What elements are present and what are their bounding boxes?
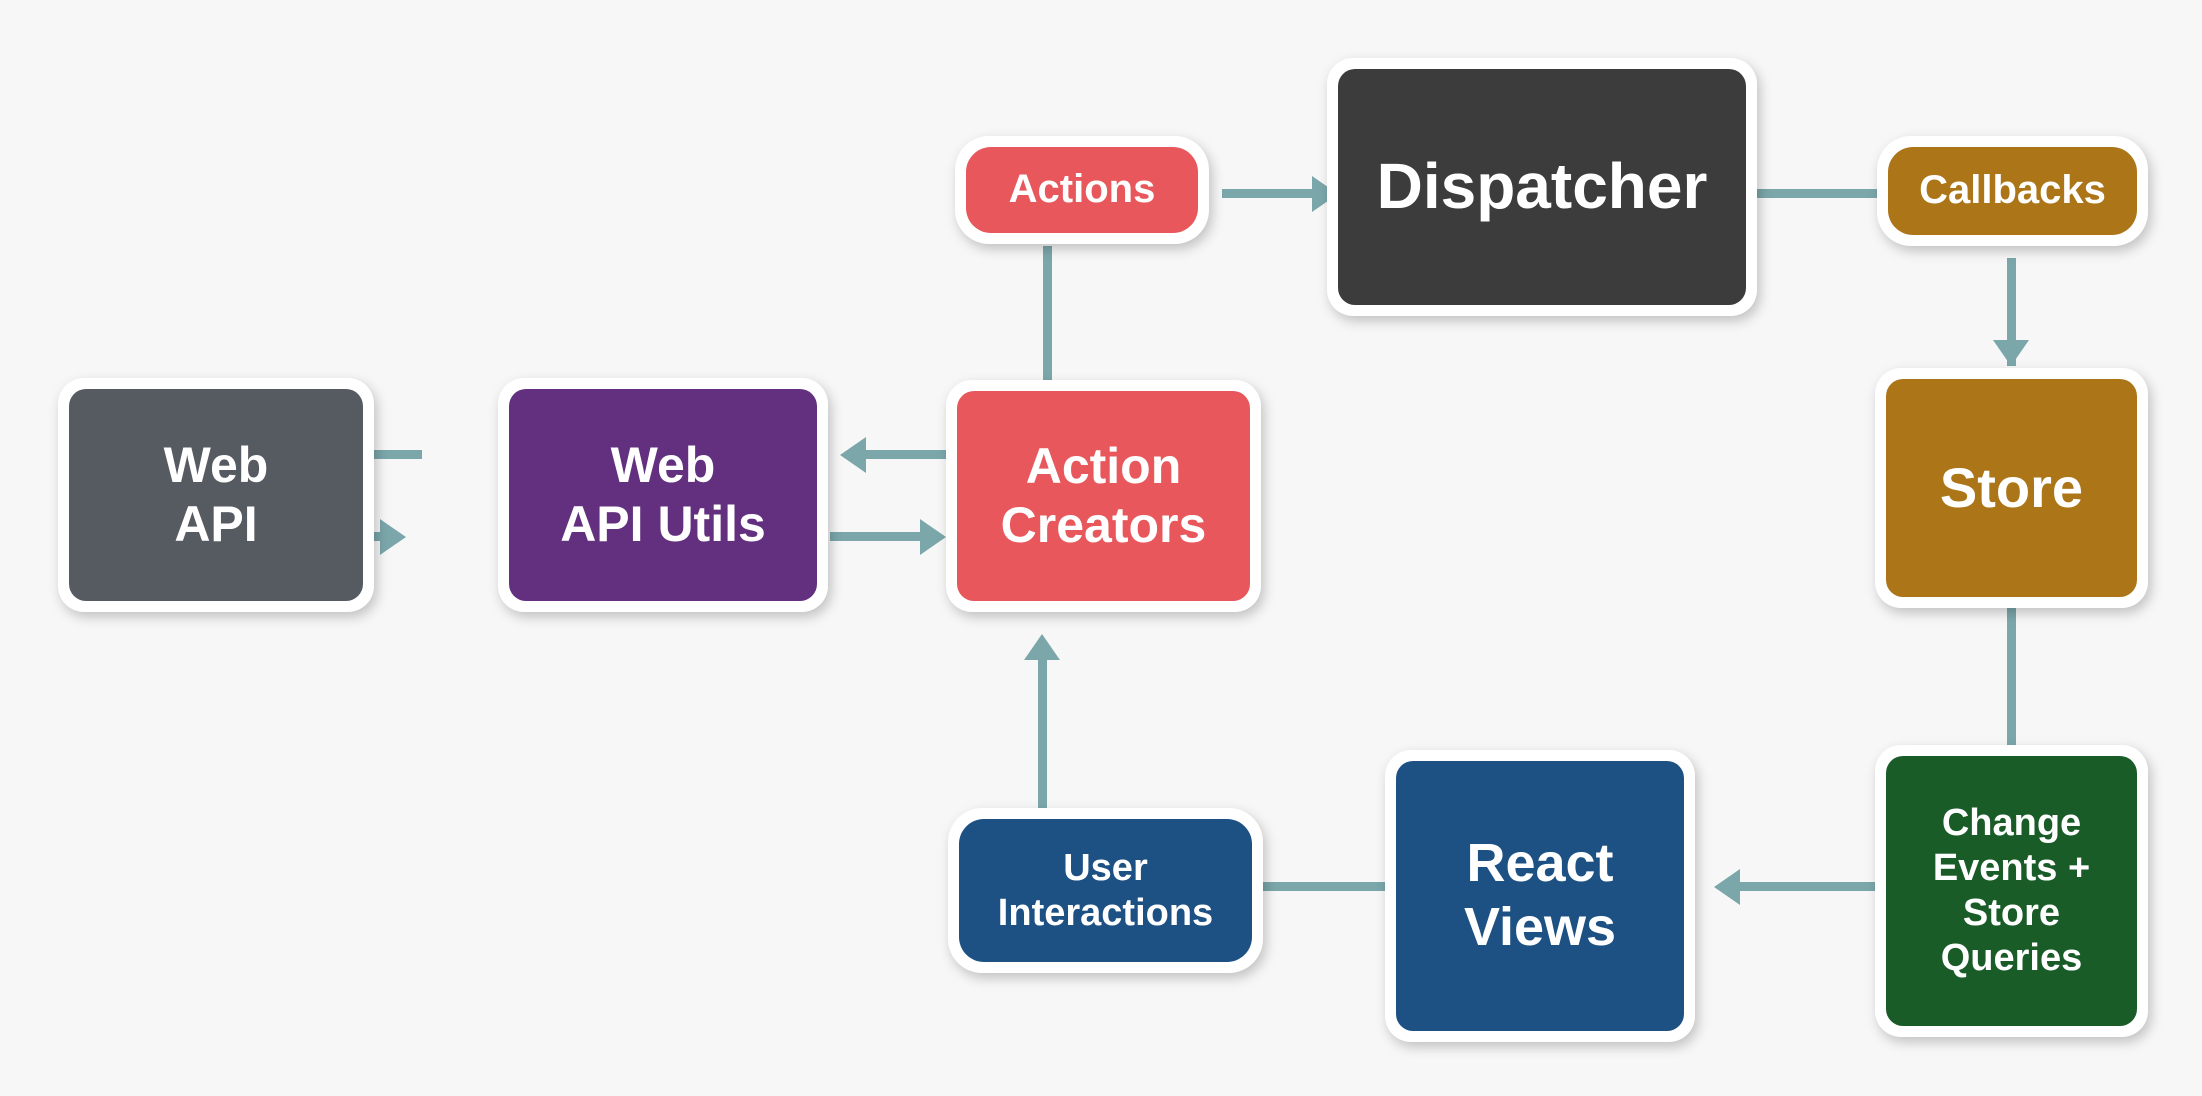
- node-dispatcher-fill: Dispatcher: [1338, 69, 1746, 305]
- node-dispatcher-label: Dispatcher: [1376, 150, 1708, 223]
- node-action-creators-label: Action Creators: [1000, 438, 1207, 553]
- node-store-label: Store: [1939, 455, 2084, 519]
- arrowhead-action-creators-to-web-api-utils: [840, 437, 866, 473]
- edge-user-interactions-to-action-creators: [1038, 660, 1047, 810]
- node-web-api-utils-fill: Web API Utils: [509, 389, 817, 601]
- arrowhead-user-interactions-to-action-creators: [1024, 634, 1060, 660]
- node-react-views[interactable]: React Views: [1385, 750, 1695, 1042]
- node-user-interactions-label: User Interactions: [997, 846, 1214, 934]
- edge-web-api-utils-to-web-api: [330, 450, 422, 459]
- edge-change-events-to-react-views: [1740, 882, 1880, 891]
- node-callbacks-fill: Callbacks: [1888, 147, 2137, 235]
- edge-action-creators-to-web-api-utils: [866, 450, 958, 459]
- node-change-events-label: Change Events + Store Queries: [1932, 802, 2091, 979]
- edge-dispatcher-to-callbacks: [1757, 189, 1877, 198]
- arrowhead-callbacks-to-store: [1993, 340, 2029, 366]
- node-change-events[interactable]: Change Events + Store Queries: [1875, 745, 2148, 1037]
- arrowhead-web-api-to-web-api-utils: [380, 519, 406, 555]
- node-store[interactable]: Store: [1875, 368, 2148, 608]
- arrowhead-web-api-utils-to-action-creators: [920, 519, 946, 555]
- arrowhead-change-events-to-react-views: [1714, 869, 1740, 905]
- node-web-api-utils[interactable]: Web API Utils: [498, 378, 828, 612]
- edge-callbacks-to-store: [2007, 258, 2016, 366]
- node-actions-fill: Actions: [966, 147, 1198, 233]
- node-store-fill: Store: [1886, 379, 2137, 597]
- edge-web-api-utils-to-action-creators: [830, 532, 922, 541]
- edge-react-views-to-user-interactions: [1263, 882, 1393, 891]
- edge-store-to-change-events: [2007, 607, 2016, 747]
- node-web-api-utils-label: Web API Utils: [560, 437, 766, 552]
- node-actions-label: Actions: [1008, 167, 1156, 212]
- node-callbacks[interactable]: Callbacks: [1877, 136, 2148, 246]
- node-user-interactions[interactable]: User Interactions: [948, 808, 1263, 973]
- node-actions[interactable]: Actions: [955, 136, 1209, 244]
- node-callbacks-label: Callbacks: [1919, 168, 2106, 213]
- node-change-events-fill: Change Events + Store Queries: [1886, 756, 2137, 1026]
- edge-actions-to-dispatcher: [1222, 189, 1322, 198]
- node-web-api-label: Web API: [163, 437, 269, 552]
- node-react-views-fill: React Views: [1396, 761, 1684, 1031]
- node-web-api[interactable]: Web API: [58, 378, 374, 612]
- node-user-interactions-fill: User Interactions: [959, 819, 1252, 962]
- node-dispatcher[interactable]: Dispatcher: [1327, 58, 1757, 316]
- node-action-creators[interactable]: Action Creators: [946, 380, 1261, 612]
- node-react-views-label: React Views: [1463, 833, 1617, 957]
- node-web-api-fill: Web API: [69, 389, 363, 601]
- edge-action-creators-to-actions: [1043, 246, 1052, 381]
- node-action-creators-fill: Action Creators: [957, 391, 1250, 601]
